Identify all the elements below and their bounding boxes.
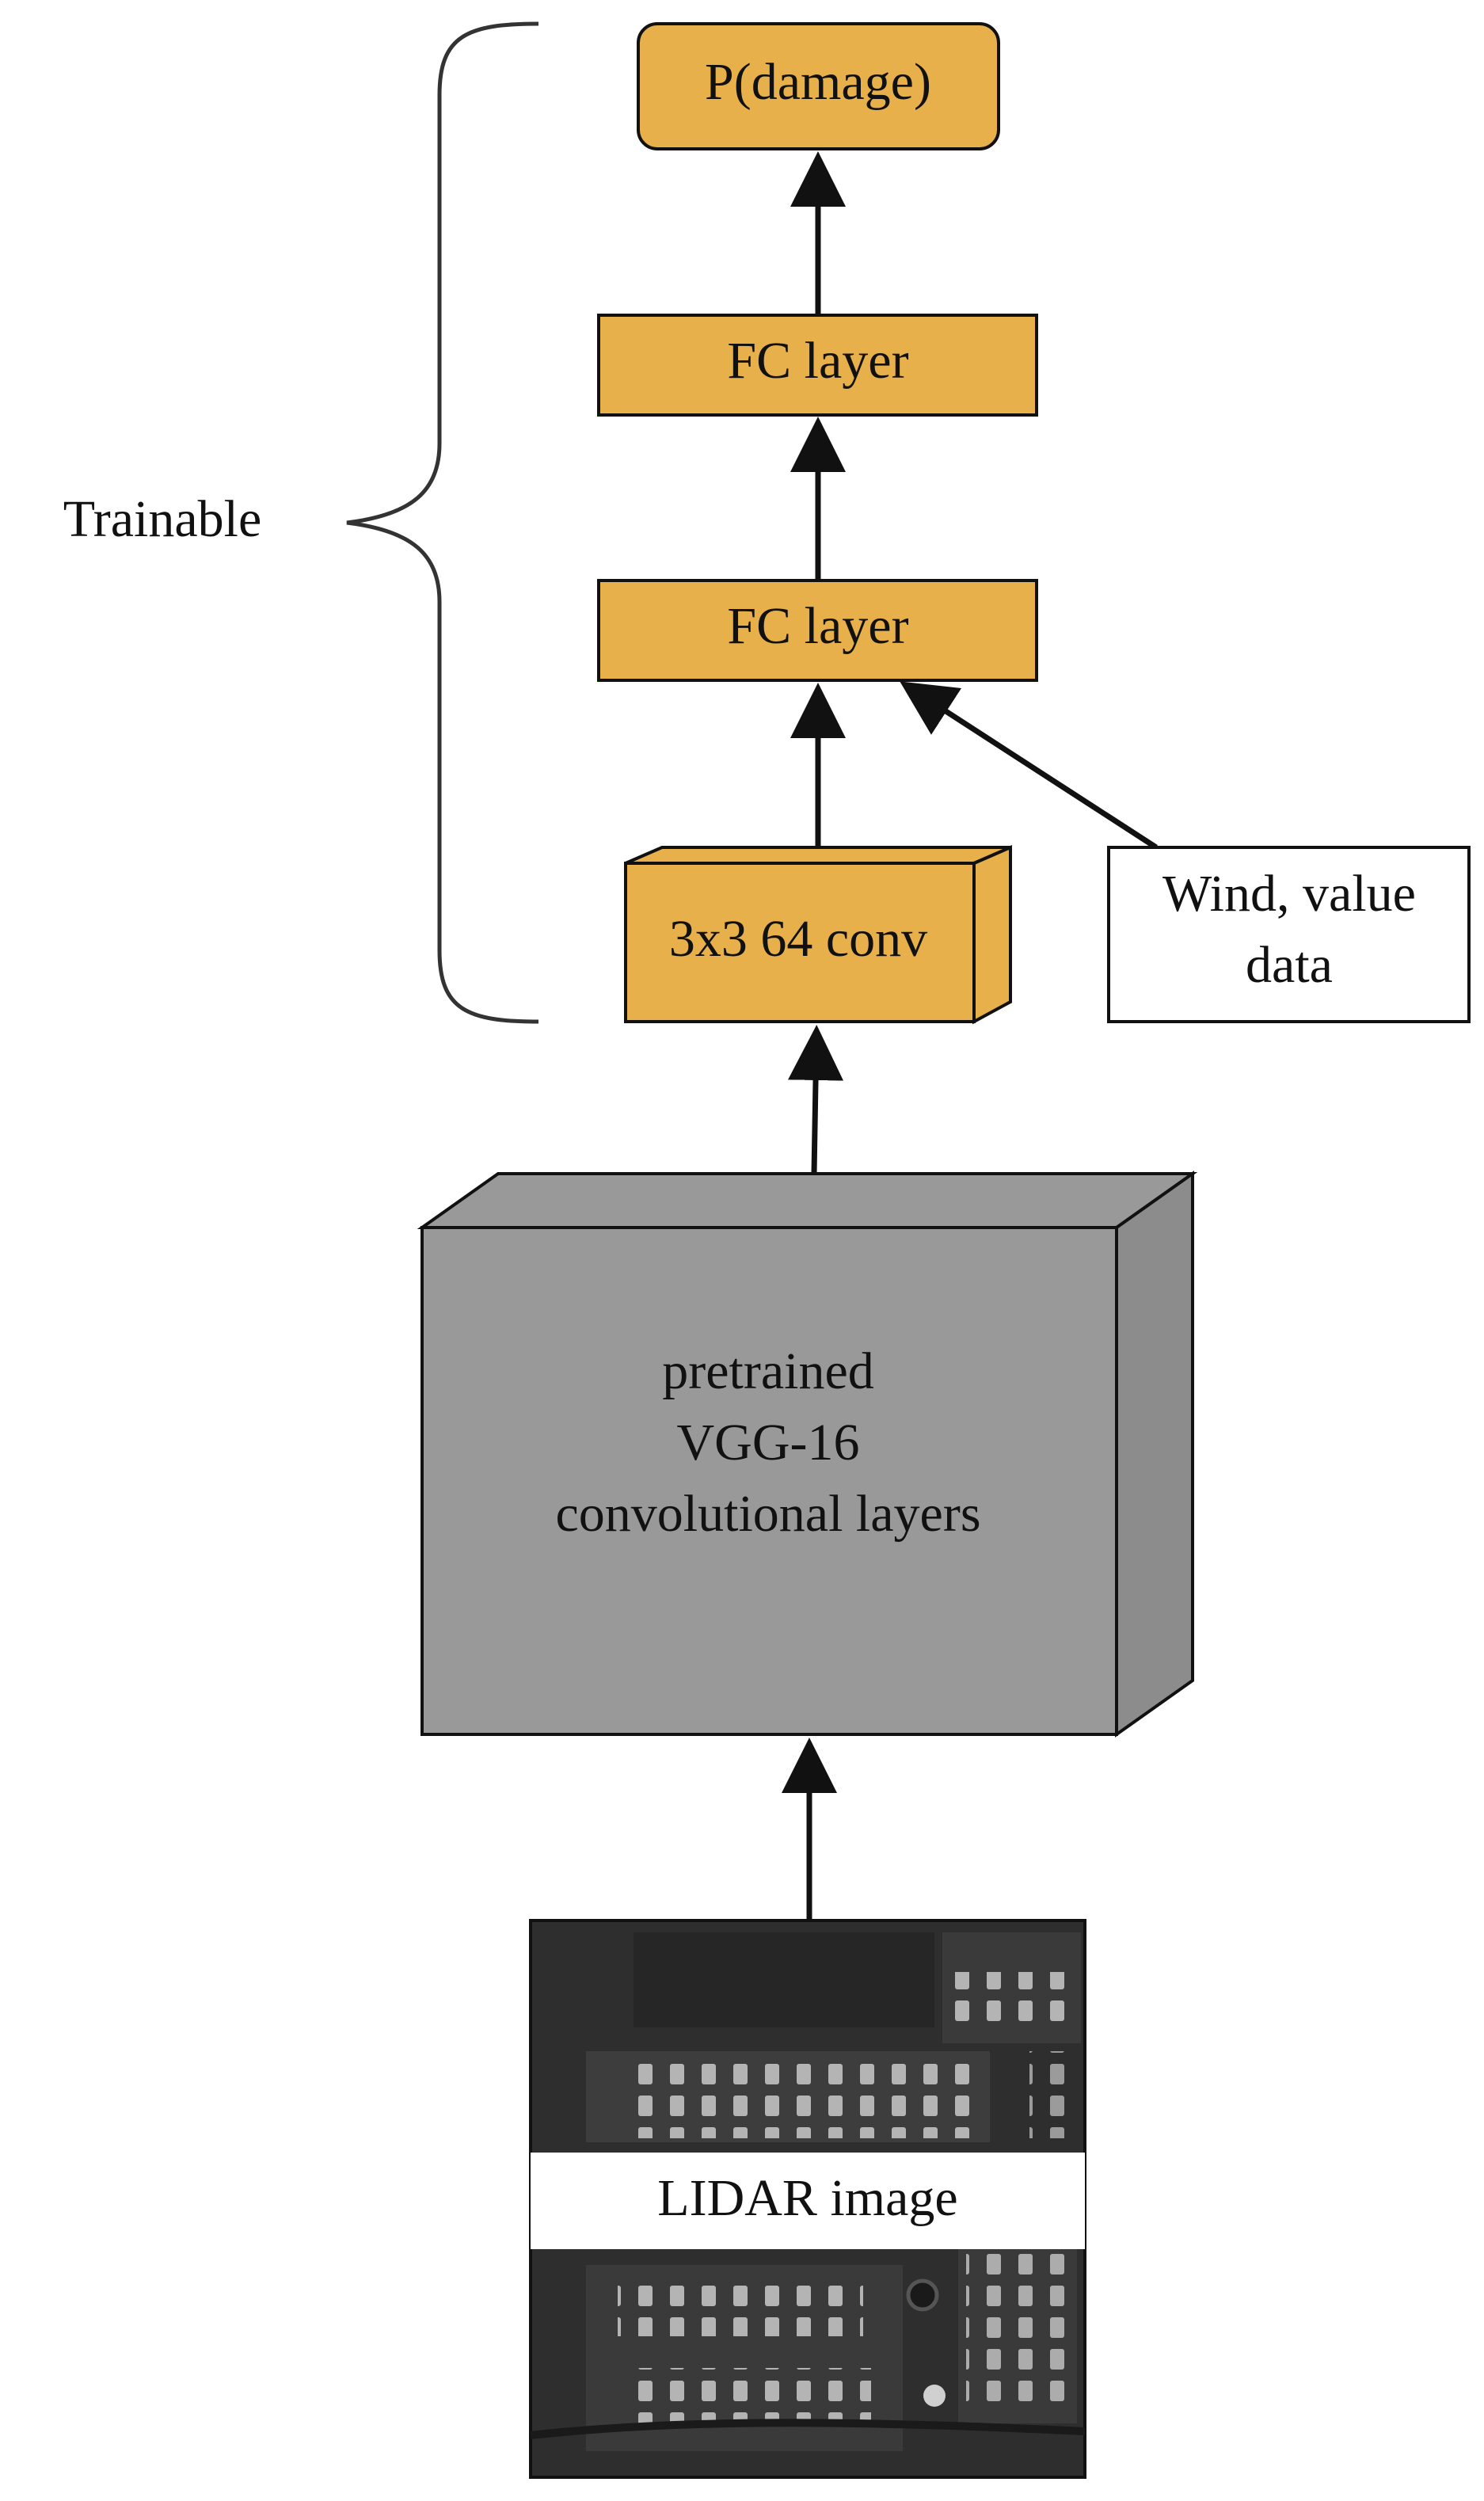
- fc-layer-bottom: [597, 579, 1038, 682]
- lidar-image: LIDAR image: [529, 1919, 1086, 2479]
- backbone-block: pretrained VGG-16 convolutional layers: [417, 1171, 1198, 1738]
- fc-layer-top: [597, 314, 1038, 417]
- trainable-brace: [346, 21, 539, 1024]
- backbone-label-line3: convolutional layers: [555, 1485, 980, 1543]
- arrow-backbone-to-conv: [788, 1025, 844, 1174]
- conv-block-top-face: [625, 846, 1011, 865]
- backbone-side-face: [1115, 1171, 1194, 1738]
- arrow-side-input-to-fc-bottom: [900, 681, 1158, 850]
- conv-block: 3x3 64 conv: [624, 844, 1012, 1025]
- backbone-label-line1: pretrained: [662, 1342, 874, 1400]
- side-input-label-line1: Wind, value: [1162, 865, 1416, 923]
- conv-block-label: 3x3 64 conv: [669, 910, 927, 968]
- conv-block-front-face: [624, 862, 976, 1023]
- side-input-box: [1107, 846, 1471, 1023]
- backbone-front-face: [420, 1226, 1118, 1736]
- lidar-image-label: LIDAR image: [657, 2169, 957, 2227]
- fc-layer-top-label: FC layer: [727, 332, 908, 390]
- fc-layer-bottom-label: FC layer: [727, 597, 908, 655]
- output-node: [637, 22, 1000, 150]
- conv-block-side-face: [972, 844, 1012, 1025]
- output-node-label: P(damage): [705, 53, 931, 111]
- side-input-label-line2: data: [1246, 936, 1333, 994]
- trainable-label: Trainable: [63, 490, 262, 548]
- backbone-label-line2: VGG-16: [677, 1414, 860, 1471]
- backbone-top-face: [417, 1172, 1198, 1229]
- lidar-image-label-band: [531, 2153, 1085, 2249]
